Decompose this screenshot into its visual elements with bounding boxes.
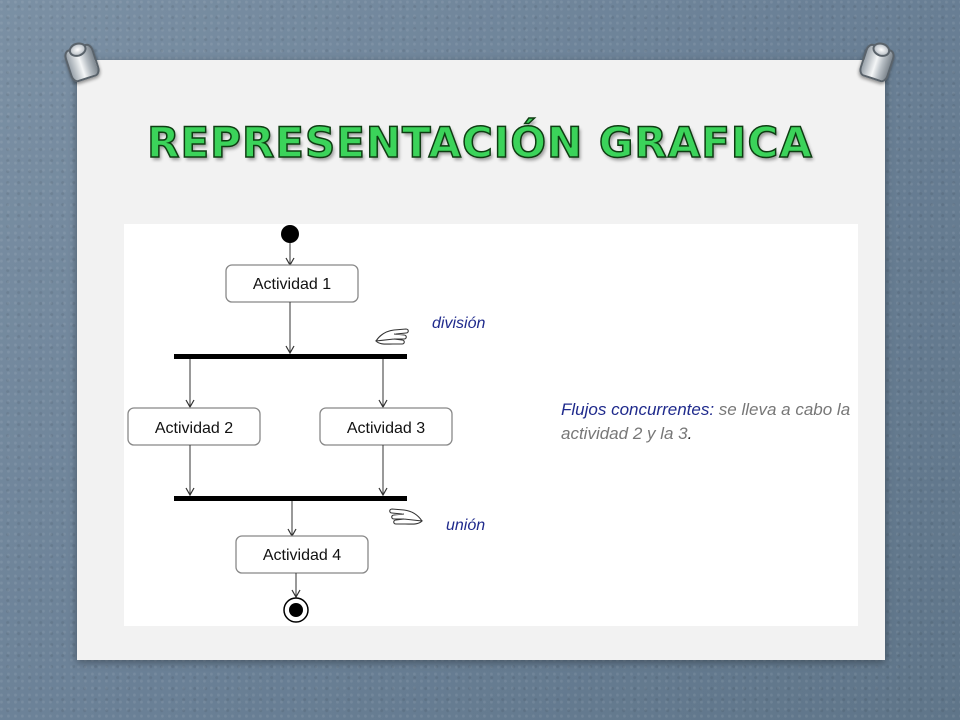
activity-node-1-label: Actividad 1 (253, 276, 331, 293)
description-term: Flujos concurrentes: (561, 400, 715, 419)
description-end: . (687, 424, 693, 443)
activity-node-3 (319, 407, 453, 446)
activity-node-1 (225, 264, 359, 303)
concurrent-flows-description: Flujos concurrentes: se lleva a cabo la … (561, 398, 861, 446)
pointing-hand-icon (389, 508, 424, 525)
activity-node-2 (127, 407, 261, 446)
activity-node-4 (235, 535, 369, 574)
join-bar (174, 496, 407, 501)
fork-bar (174, 354, 407, 359)
activity-node-3-label: Actividad 3 (347, 420, 425, 437)
description-text: se lleva a cabo la actividad 2 y la 3 (561, 400, 851, 443)
activity-diagram-svg: Actividad 1 división Actividad 2 Activid… (127, 225, 485, 623)
join-label: unión (446, 517, 485, 534)
initial-node (281, 225, 299, 243)
pointing-hand-icon (374, 328, 409, 345)
final-node-core (289, 603, 303, 617)
activity-diagram: Actividad 1 división Actividad 2 Activid… (124, 224, 858, 626)
slide-title: Representación grafica (146, 117, 813, 168)
activity-node-4-label: Actividad 4 (263, 547, 341, 564)
activity-node-2-label: Actividad 2 (155, 420, 233, 437)
fork-label: división (432, 315, 485, 332)
